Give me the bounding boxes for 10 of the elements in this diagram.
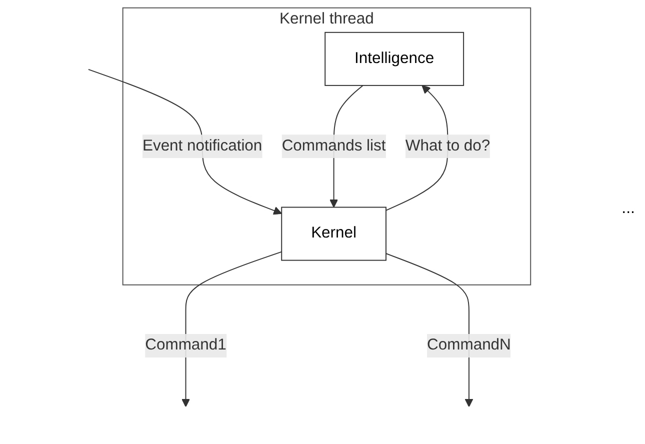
edge-label: What to do? bbox=[405, 138, 490, 154]
node-box: Kernel bbox=[281, 206, 386, 261]
node-box: Intelligence bbox=[324, 32, 464, 86]
arrow bbox=[88, 68, 282, 215]
edge-label: Commands list bbox=[282, 138, 386, 154]
edge-label: Event notification bbox=[142, 138, 262, 154]
edge-label: Command1 bbox=[145, 336, 226, 354]
ellipsis-note: ... bbox=[622, 200, 635, 218]
edge-label: CommandN bbox=[426, 336, 511, 354]
arrow bbox=[181, 251, 282, 408]
